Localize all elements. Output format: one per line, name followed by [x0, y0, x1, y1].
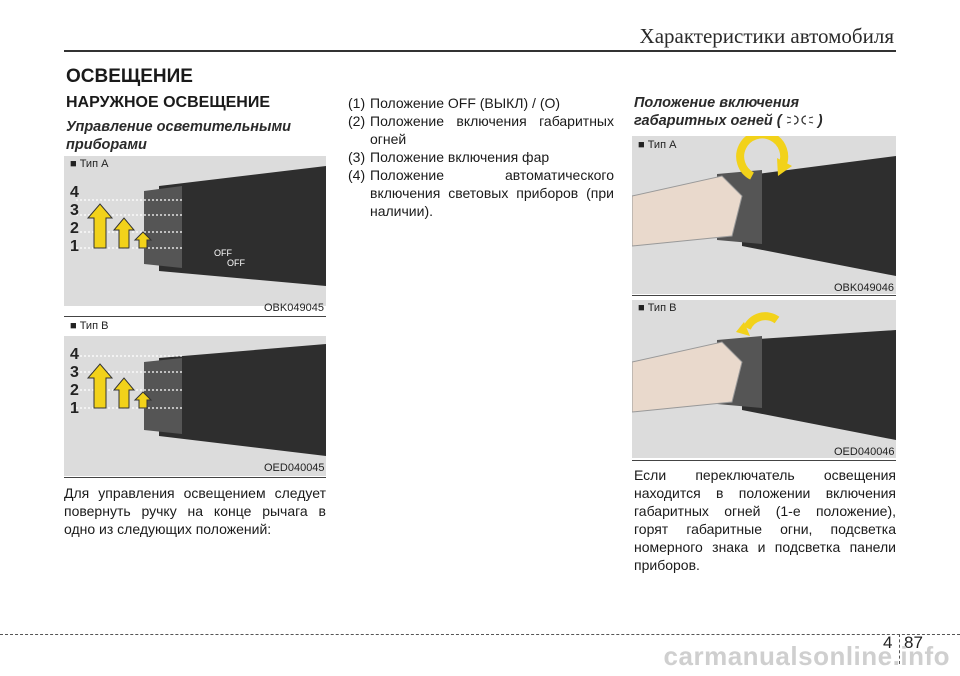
watermark: carmanualsonline.info	[663, 641, 950, 671]
left-paragraph: Для управления освещением следует поверн…	[64, 485, 326, 537]
figure-code: OED040046	[834, 446, 895, 458]
figure-rule	[632, 460, 896, 461]
figure-type-b-right	[632, 300, 896, 458]
figure-tag: ■ Тип А	[638, 139, 677, 151]
hand-turning-switch-illustration	[632, 300, 896, 458]
light-switch-illustration	[64, 336, 326, 476]
svg-text:OFF: OFF	[214, 248, 232, 258]
list-item-text: Положение включения фар	[370, 149, 550, 165]
figure-code: OED040045	[264, 462, 325, 474]
right-heading-line2: габаритных огней ( )	[634, 112, 823, 130]
position-label-4: 4	[70, 346, 79, 363]
right-heading-prefix: габаритных огней (	[634, 113, 782, 129]
right-heading-suffix: )	[817, 113, 823, 129]
list-item-number: (1)	[348, 95, 366, 111]
list-item-number: (3)	[348, 149, 366, 165]
page-number-separator	[899, 634, 901, 664]
position-label-3: 3	[70, 364, 79, 381]
list-item-text: Положение включения габаритных огней	[370, 113, 614, 147]
position-label-2: 2	[70, 382, 79, 399]
figure-rule	[632, 295, 896, 296]
right-heading-line1: Положение включения	[634, 95, 800, 111]
page-header-title: Характеристики автомобиля	[639, 24, 894, 48]
figure-type-a-right	[632, 136, 896, 294]
page-number: 87	[904, 633, 923, 652]
position-label-1: 1	[70, 400, 79, 417]
hand-turning-switch-illustration	[632, 136, 896, 294]
figure-rule	[64, 316, 326, 317]
list-item: (3) Положение включения фар	[348, 148, 614, 166]
figure-tag: ■ Тип А	[70, 158, 109, 170]
list-item: (1) Положение OFF (ВЫКЛ) / (O)	[348, 94, 614, 112]
subsection-title: НАРУЖНОЕ ОСВЕЩЕНИЕ	[66, 94, 271, 111]
figure-type-a-left: OFF OFF 4 3 2 1	[64, 156, 326, 306]
section-title: ОСВЕЩЕНИЕ	[66, 66, 193, 87]
figure-tag: ■ Тип В	[638, 302, 677, 314]
figure-type-b-left: 4 3 2 1	[64, 336, 326, 476]
header-rule	[64, 50, 896, 52]
figure-code: OBK049046	[834, 282, 894, 294]
right-paragraph: Если переключатель освещения находится в…	[634, 467, 896, 573]
left-heading: Управление осветительными приборами	[66, 119, 292, 153]
list-item: (4) Положение автоматического включения …	[348, 166, 614, 220]
position-label-3: 3	[70, 202, 79, 219]
position-label-4: 4	[70, 184, 79, 201]
list-item-number: (2)	[348, 113, 366, 129]
position-label-1: 1	[70, 238, 79, 255]
list-item-text: Положение автоматического включения свет…	[370, 167, 614, 219]
figure-tag: ■ Тип В	[70, 320, 109, 332]
list-item: (2) Положение включения габаритных огней	[348, 112, 614, 148]
position-label-2: 2	[70, 220, 79, 237]
figure-rule	[64, 477, 326, 478]
list-item-text: Положение OFF (ВЫКЛ) / (O)	[370, 95, 561, 111]
svg-text:OFF: OFF	[227, 258, 245, 268]
light-switch-illustration: OFF OFF	[64, 156, 326, 306]
parking-light-icon	[786, 115, 813, 125]
figure-code: OBK049045	[264, 302, 324, 314]
chapter-number: 4	[883, 633, 893, 652]
footer-rule	[0, 634, 960, 635]
list-item-number: (4)	[348, 167, 366, 183]
